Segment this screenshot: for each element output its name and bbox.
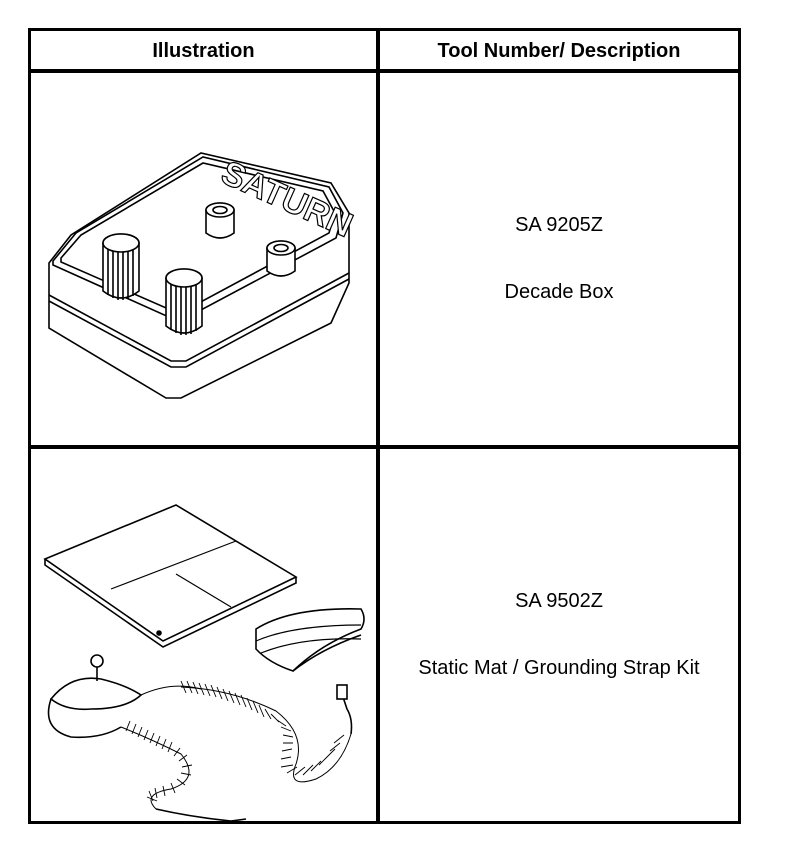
header-divider [31,69,738,73]
tool-number: SA 9502Z [515,590,603,612]
decade-box-illustration: SATURN [31,73,376,445]
tool-number: SA 9205Z [515,214,603,236]
tool-description: Decade Box [504,281,614,303]
table-row: SA 9205Z Decade Box [380,73,738,445]
header-tool-description: Tool Number/ Description [437,39,681,62]
tool-table: Illustration Tool Number/ Description SA… [28,28,741,824]
table-row: SA 9502Z Static Mat / Grounding Strap Ki… [380,449,738,821]
row-divider [31,445,738,449]
static-mat-illustration [31,449,376,822]
tool-description: Static Mat / Grounding Strap Kit [418,657,700,679]
header-illustration: Illustration [152,39,255,62]
column-divider [376,31,380,821]
